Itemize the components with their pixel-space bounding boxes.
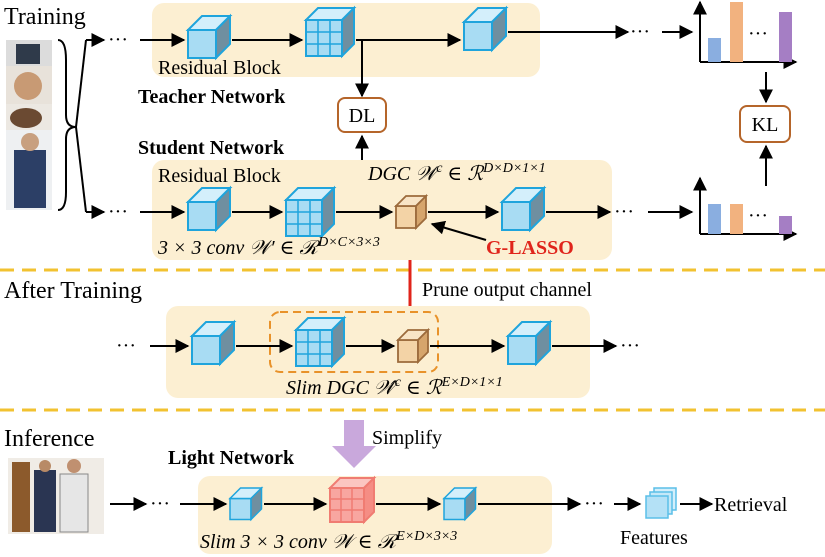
features-stack-icon xyxy=(645,487,677,519)
brace-to-teacher-line xyxy=(75,39,87,128)
light-residual-cube-1 xyxy=(229,487,263,521)
inference-images xyxy=(8,458,104,534)
residual-block-teacher-label: Residual Block xyxy=(158,57,281,79)
inference-ellipsis-left: ··· xyxy=(150,493,170,515)
dl-loss-box xyxy=(337,97,387,133)
brace-to-student-line xyxy=(75,126,87,213)
svg-text:···: ··· xyxy=(748,205,768,227)
g-lasso-arrow xyxy=(430,220,487,241)
slim-dgc-formula: Slim DGC 𝒲̂c ∈ ℛE×D×1×1 xyxy=(286,375,503,399)
after-grid-cube xyxy=(295,317,345,367)
kl-label: KL xyxy=(752,114,779,136)
teacher-ellipsis-left: ··· xyxy=(108,29,128,51)
light-residual-cube-2 xyxy=(443,487,477,521)
section-training-label: Training xyxy=(4,4,86,30)
g-lasso-label: G-LASSO xyxy=(486,237,574,259)
section-after-training-label: After Training xyxy=(4,278,142,304)
prune-label: Prune output channel xyxy=(422,279,592,301)
student-ellipsis-left: ··· xyxy=(108,201,128,223)
inference-ellipsis-right: ··· xyxy=(584,493,604,515)
student-residual-cube-1 xyxy=(187,187,231,231)
teacher-network-label: Teacher Network xyxy=(138,86,286,108)
svg-text:···: ··· xyxy=(748,23,768,45)
teacher-ellipsis-right: ··· xyxy=(630,21,650,43)
kl-loss-box xyxy=(739,105,791,143)
teacher-grid-cube xyxy=(305,7,355,57)
after-training-panel xyxy=(166,306,590,398)
section-inference-label: Inference xyxy=(4,426,95,452)
teacher-residual-cube-1 xyxy=(187,15,231,59)
student-output-histogram: ··· xyxy=(693,176,798,241)
pruned-region-box xyxy=(269,311,439,373)
student-ellipsis-right: ··· xyxy=(614,201,634,223)
simplify-arrow xyxy=(332,420,376,468)
after-residual-cube-2 xyxy=(507,321,551,365)
after-ellipsis-left: ··· xyxy=(116,335,136,357)
retrieval-label: Retrieval xyxy=(714,494,788,516)
light-grid-cube xyxy=(327,475,377,525)
input-images xyxy=(6,40,52,210)
dl-label: DL xyxy=(349,105,376,127)
residual-block-student-label: Residual Block xyxy=(158,165,281,187)
slim-conv-formula: Slim 3 × 3 conv 𝒲 ∈ ℛE×D×3×3 xyxy=(200,529,457,553)
after-slim-dgc-cube xyxy=(397,329,429,363)
simplify-label: Simplify xyxy=(372,427,442,449)
student-dgc-cube xyxy=(395,195,427,229)
student-grid-cube xyxy=(285,187,335,237)
features-label: Features xyxy=(620,527,688,549)
teacher-residual-cube-2 xyxy=(463,7,507,51)
teacher-output-histogram: ··· xyxy=(693,0,798,69)
light-network-label: Light Network xyxy=(168,447,295,469)
after-residual-cube-1 xyxy=(191,321,235,365)
after-ellipsis-right: ··· xyxy=(620,335,640,357)
student-residual-cube-2 xyxy=(501,187,545,231)
input-brace xyxy=(57,39,77,211)
student-network-label: Student Network xyxy=(138,137,285,159)
